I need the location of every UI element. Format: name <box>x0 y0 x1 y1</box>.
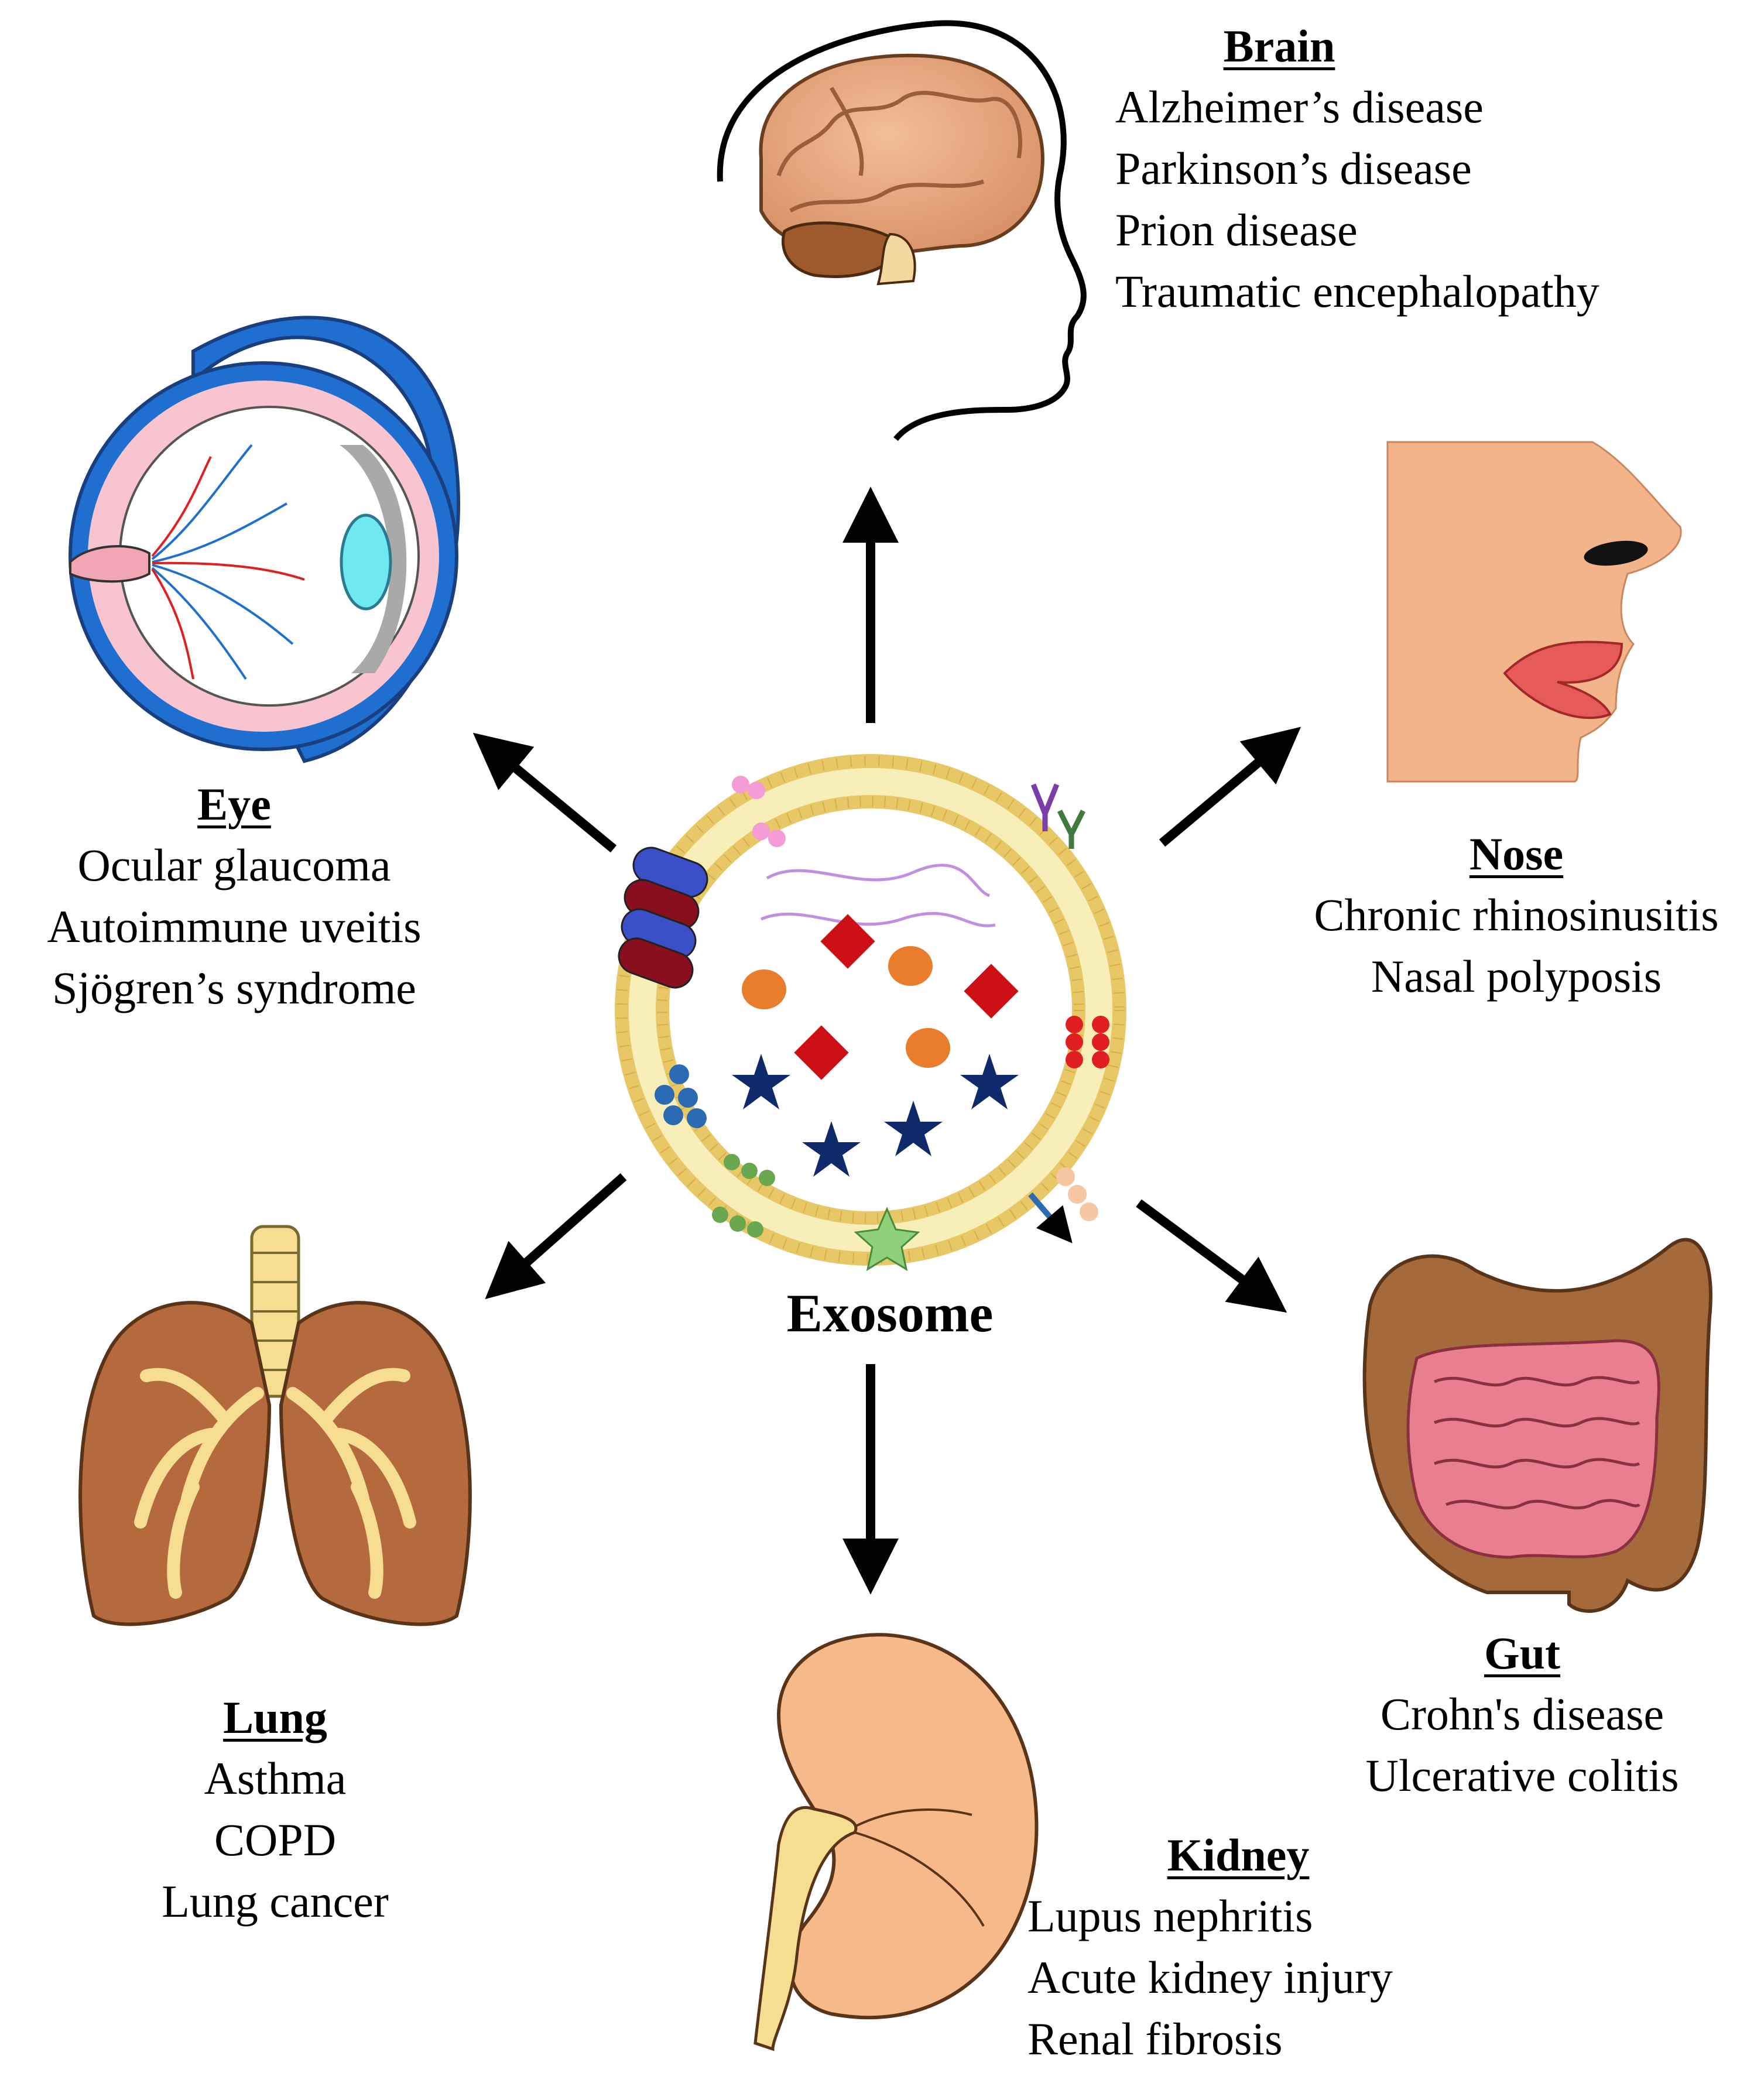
eye-label: Eye Ocular glaucoma Autoimmune uveitis S… <box>12 782 457 1027</box>
nose-disease: Nasal polyposis <box>1371 951 1662 1002</box>
gut-disease: Crohn's disease <box>1380 1688 1664 1739</box>
arrow-to-eye <box>472 732 617 853</box>
brain-label: Brain Alzheimer’s disease Parkinson’s di… <box>1115 23 1599 330</box>
eye-title: Eye <box>197 779 271 830</box>
nostril <box>1584 540 1648 566</box>
brain-disease: Parkinson’s disease <box>1115 143 1472 194</box>
kidney-disease: Acute kidney injury <box>1027 1952 1393 2003</box>
cargo-lipid <box>742 969 786 1009</box>
brain-disease: Alzheimer’s disease <box>1115 81 1484 132</box>
cargo-stars <box>732 1054 1019 1177</box>
lung-disease: Asthma <box>204 1753 347 1804</box>
nose-label: Nose Chronic rhinosinusitis Nasal polypo… <box>1276 831 1756 1015</box>
kidney-disease: Lupus nephritis <box>1027 1890 1313 1941</box>
lung-title: Lung <box>223 1692 327 1743</box>
arrow-to-lung <box>485 1173 627 1300</box>
gut-disease: Ulcerative colitis <box>1365 1750 1679 1801</box>
cargo-lipid <box>888 946 933 986</box>
brain-disease: Traumatic encephalopathy <box>1115 266 1599 317</box>
membrane-proteins <box>618 776 1109 1272</box>
nose-disease: Chronic rhinosinusitis <box>1314 889 1719 940</box>
eye-disease: Sjögren’s syndrome <box>52 962 416 1013</box>
gut-title: Gut <box>1484 1628 1561 1678</box>
gut-label: Gut Crohn's disease Ulcerative colitis <box>1317 1630 1727 1814</box>
nose-illustration <box>1386 441 1682 783</box>
rna-strand <box>761 912 996 927</box>
eye-illustration <box>68 316 460 763</box>
head-silhouette <box>717 20 1087 441</box>
kidney-illustration <box>753 1633 1039 2051</box>
brain-illustration <box>717 20 1087 441</box>
cargo-protein <box>794 1025 849 1080</box>
lung-illustration <box>78 1225 472 1626</box>
ureter <box>753 1806 858 2051</box>
arrow-to-nose <box>1159 727 1301 847</box>
eye-disease: Ocular glaucoma <box>77 840 391 890</box>
exosome-title: Exosome <box>786 1283 994 1343</box>
kidney-label: Kidney Lupus nephritis Acute kidney inju… <box>1027 1832 1449 2078</box>
brain-disease: Prion disease <box>1115 204 1358 255</box>
eye-disease: Autoimmune uveitis <box>47 901 422 952</box>
kidney-title: Kidney <box>1167 1830 1310 1880</box>
eye-lens <box>340 513 392 611</box>
arrows <box>472 487 1301 1595</box>
lung-disease: COPD <box>214 1814 337 1865</box>
nose-title: Nose <box>1469 828 1564 879</box>
rna-strand <box>766 864 990 897</box>
gut-illustration <box>1362 1238 1712 1613</box>
cargo-lipid <box>906 1028 950 1068</box>
kidney-disease: Renal fibrosis <box>1027 2013 1283 2064</box>
lung-label: Lung Asthma COPD Lung cancer <box>76 1695 474 1940</box>
cargo-protein <box>820 914 875 969</box>
arrow-to-gut <box>1136 1199 1287 1313</box>
lung-disease: Lung cancer <box>162 1876 389 1927</box>
cargo-protein <box>964 964 1019 1019</box>
lips <box>1503 640 1623 720</box>
exosome-illustration <box>615 754 1126 1272</box>
brain-title: Brain <box>1223 20 1335 71</box>
